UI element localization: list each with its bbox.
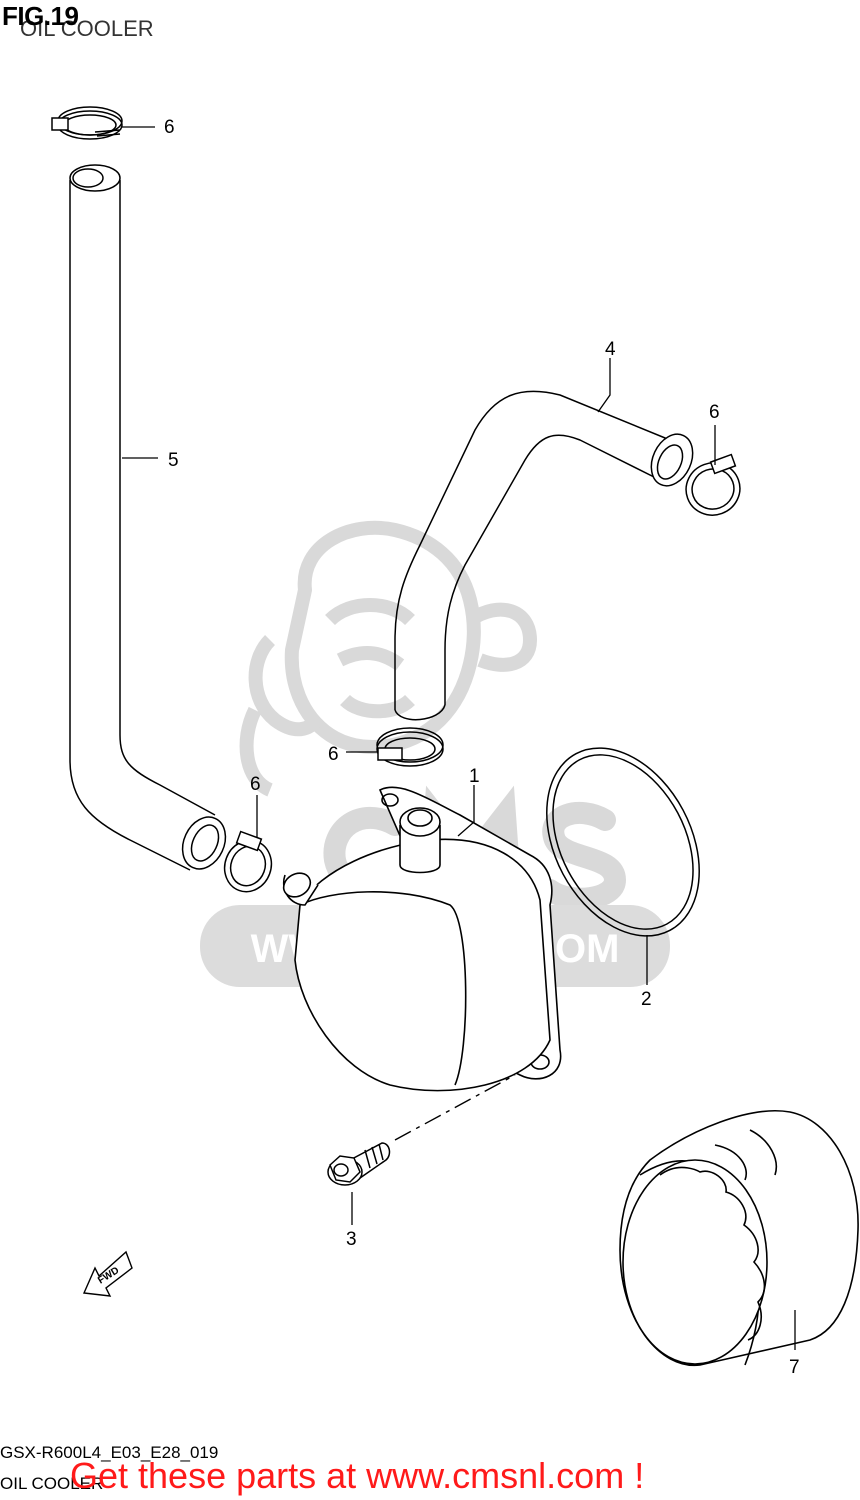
part-7-oil-filter	[619, 1110, 859, 1367]
part-6-clamp-middle	[376, 727, 444, 767]
callout-3: 3	[346, 1229, 357, 1250]
figure-number: FIG.19	[2, 1, 79, 31]
part-1-oil-cooler	[282, 786, 562, 1092]
callout-7: 7	[789, 1357, 800, 1378]
part-4-hose	[394, 390, 694, 721]
fwd-arrow-icon: FWD	[82, 1250, 133, 1297]
callout-6-middle: 6	[328, 744, 339, 765]
figure-title: OIL COOLER	[20, 16, 154, 41]
part-6-clamp-top	[51, 106, 123, 140]
bolt-centerline	[394, 1074, 516, 1141]
leader-lines	[122, 126, 796, 1350]
part-3-bolt	[327, 1142, 391, 1186]
callout-6-top: 6	[164, 117, 175, 138]
part-5-hose	[69, 164, 227, 871]
part-6-clamp-right	[685, 453, 741, 516]
callout-6-right: 6	[709, 402, 720, 423]
drawing-code: GSX-R600L4_E03_E28_019	[0, 1443, 219, 1462]
callouts: 6 5 4 6 6 6 1 2 3 7	[164, 117, 800, 1378]
part-2-o-ring	[546, 747, 700, 937]
part-6-clamp-lower-left	[223, 830, 273, 893]
promo-link[interactable]: Get these parts at www.cmsnl.com !	[70, 1455, 645, 1496]
callout-4: 4	[605, 339, 616, 360]
callout-2: 2	[641, 989, 652, 1010]
drawing-name: OIL COOLER	[0, 1474, 104, 1493]
callout-1: 1	[469, 766, 480, 787]
callout-5: 5	[168, 450, 179, 471]
callout-6-lower-left: 6	[250, 774, 261, 795]
